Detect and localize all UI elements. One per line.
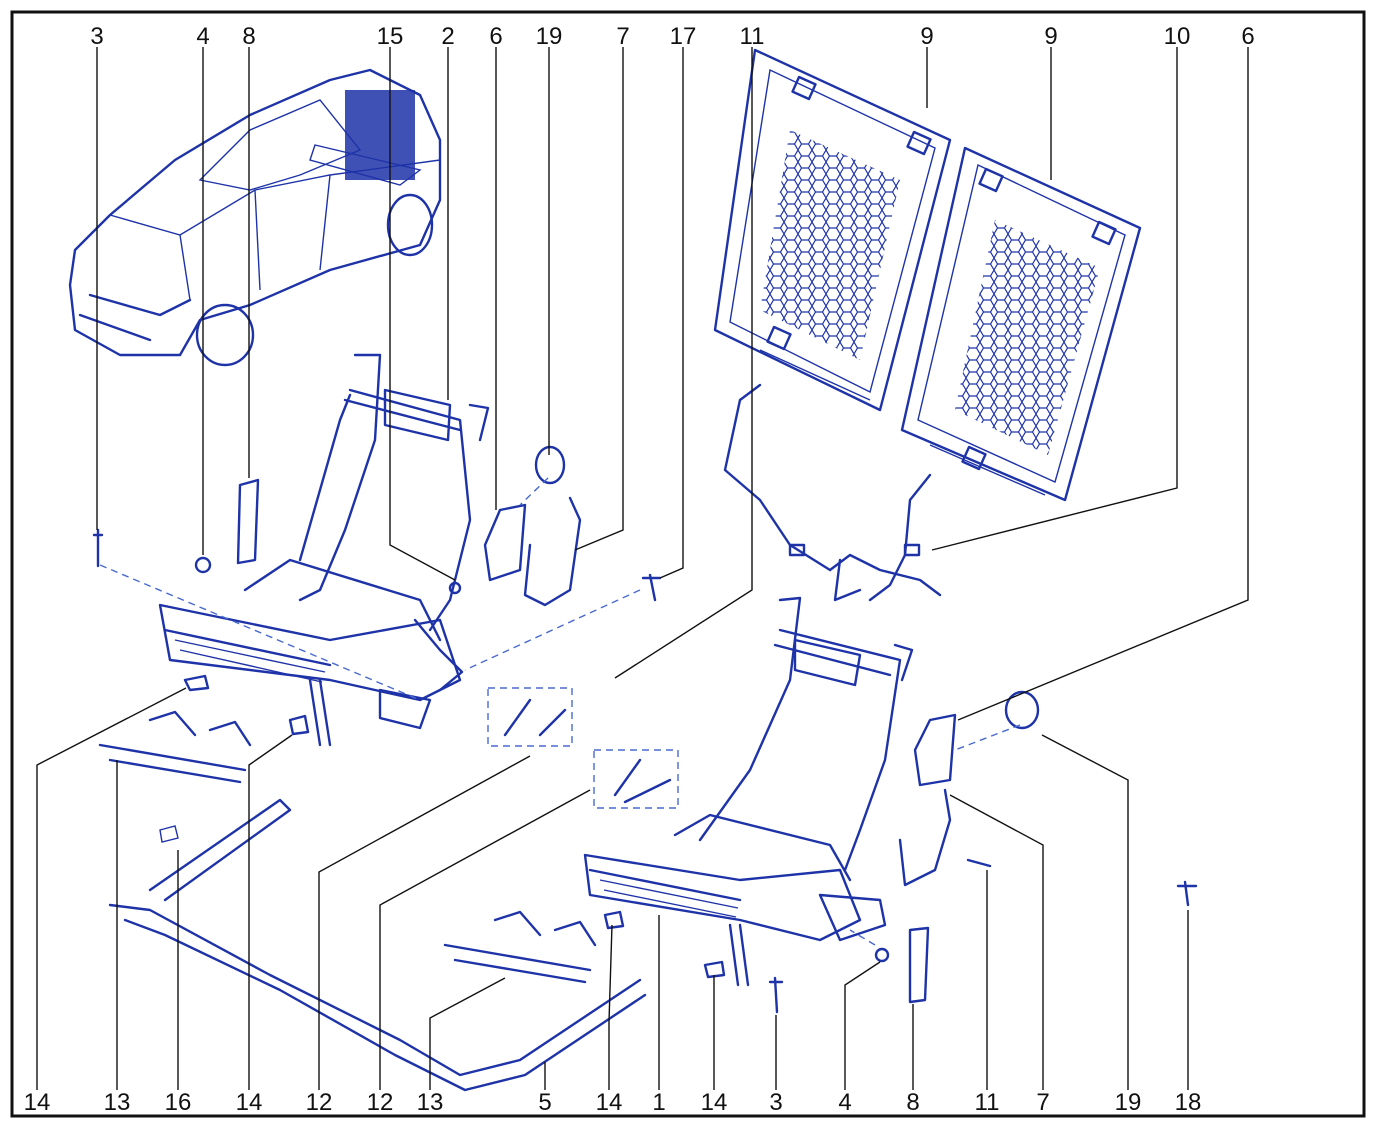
callout-label: 6	[489, 23, 502, 50]
callout-label: 11	[975, 1089, 1000, 1116]
vehicle-locator-illustration	[68, 68, 442, 367]
callout-label: 2	[441, 23, 454, 50]
callout-label: 14	[24, 1089, 51, 1116]
seat-back-panel-right	[900, 146, 1142, 502]
callout-label: 8	[242, 23, 255, 50]
callout-label: 15	[377, 23, 404, 50]
callout-label: 10	[1164, 23, 1191, 50]
left-small-parts	[92, 445, 662, 736]
callout-label: 4	[838, 1089, 851, 1116]
callout-label: 1	[652, 1089, 665, 1116]
right-seat-frame	[583, 596, 914, 987]
callout-label: 16	[165, 1089, 192, 1116]
hinge-bracket-kits	[487, 687, 679, 809]
callout-label: 17	[670, 23, 697, 50]
callout-label: 19	[536, 23, 563, 50]
alignment-lines	[99, 477, 1021, 946]
callout-label: 19	[1115, 1089, 1142, 1116]
callout-label: 3	[769, 1089, 782, 1116]
callout-label: 5	[538, 1089, 551, 1116]
callout-label: 18	[1175, 1089, 1202, 1116]
left-seat-frame	[158, 353, 490, 747]
callout-label: 11	[740, 23, 765, 50]
callout-label: 7	[616, 23, 629, 50]
callouts-top: 3 4 8 15 2 6 19 7 17 11 9 9 10 6	[90, 23, 1254, 50]
leader-lines	[36, 47, 1249, 1090]
seat-back-panel-left	[713, 48, 952, 412]
callout-label: 9	[1044, 23, 1057, 50]
callout-label: 14	[236, 1089, 263, 1116]
callout-label: 9	[920, 23, 933, 50]
wiring-harness	[723, 383, 942, 602]
callout-label: 14	[596, 1089, 623, 1116]
callout-label: 14	[701, 1089, 728, 1116]
right-small-parts	[603, 690, 1198, 1014]
diagram-border	[10, 10, 1366, 1118]
callout-label: 7	[1036, 1089, 1049, 1116]
spring-mats	[98, 710, 597, 984]
callout-label: 4	[196, 23, 209, 50]
callouts-bottom: 14 13 16 14 12 12 13 5 14 1 14 3 4 8 11 …	[24, 1089, 1202, 1116]
callout-label: 3	[90, 23, 103, 50]
callout-label: 6	[1241, 23, 1254, 50]
callout-label: 12	[367, 1089, 394, 1116]
callout-label: 13	[417, 1089, 444, 1116]
callout-label: 12	[306, 1089, 333, 1116]
callout-label: 13	[104, 1089, 131, 1116]
base-rail	[108, 798, 647, 1092]
callout-label: 8	[906, 1089, 919, 1116]
